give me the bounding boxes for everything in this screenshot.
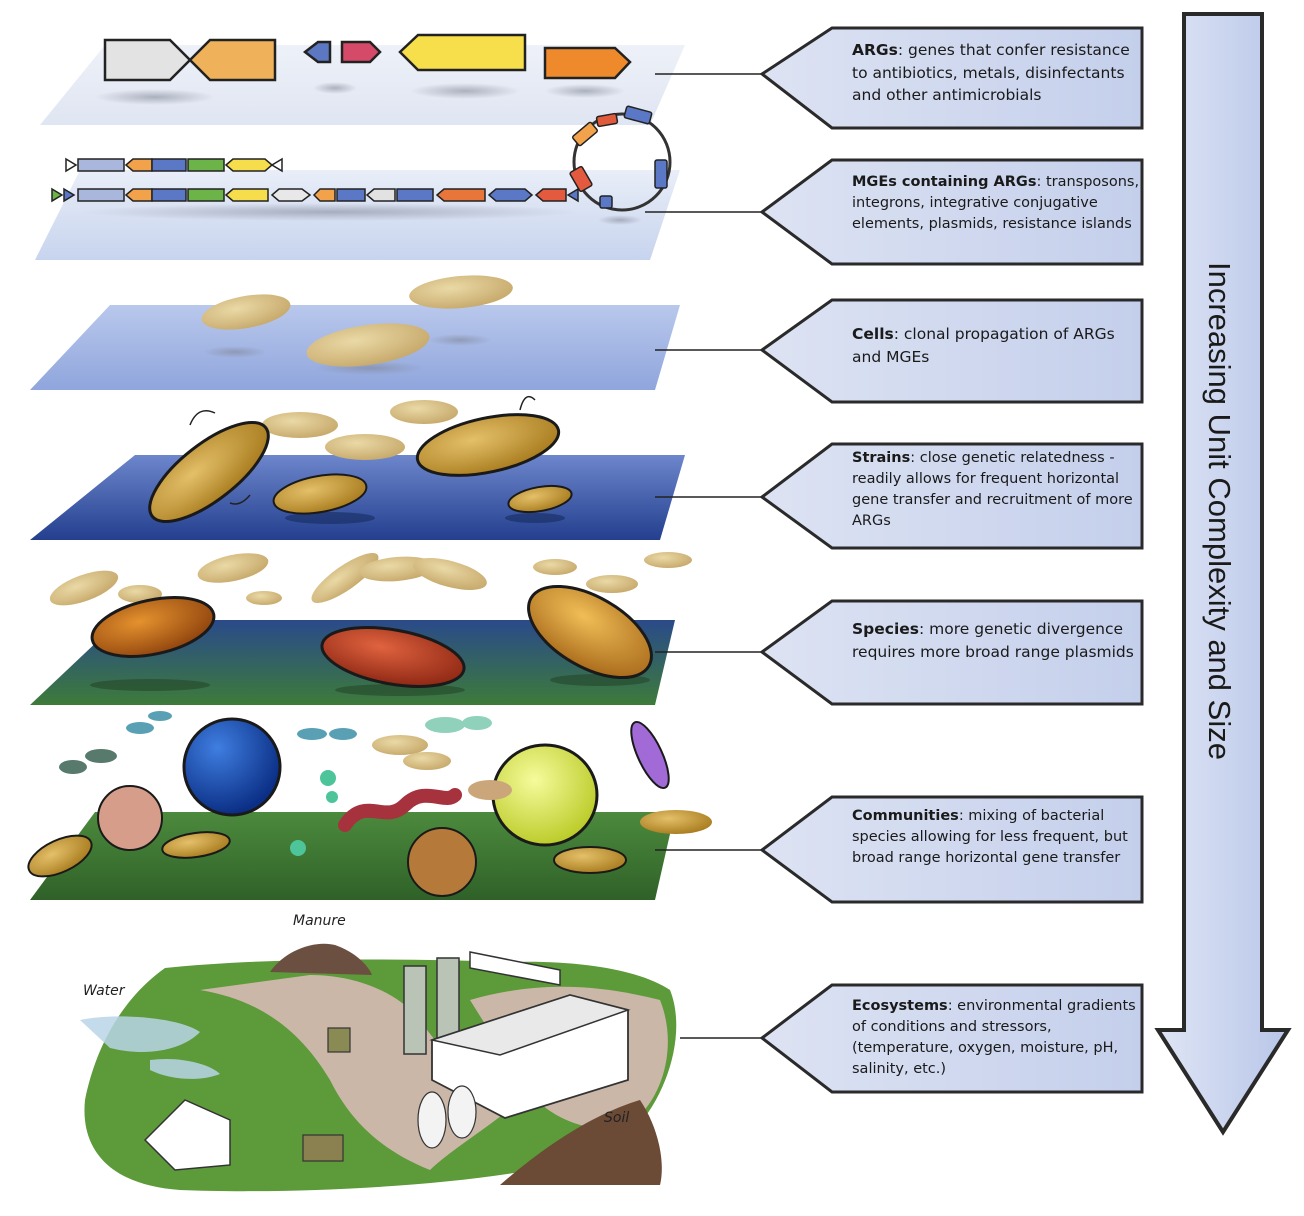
label-mges-desc: : transposons, integrons, integrative co… <box>852 174 1140 232</box>
label-box-args <box>759 26 1144 130</box>
label-box-strains <box>759 442 1144 550</box>
gene-grey <box>103 38 192 82</box>
soil-label: Soil <box>604 1110 630 1126</box>
label-box-ecosystems <box>759 983 1144 1094</box>
level-communities-illustration <box>27 711 712 900</box>
label-args-desc: : genes that confer resistance to antibi… <box>852 41 1130 104</box>
label-box-species <box>759 599 1144 706</box>
level-args-illustration <box>40 33 685 125</box>
label-box-mges <box>759 158 1144 266</box>
level-cells-illustration <box>30 275 680 390</box>
label-species: Species: more genetic divergence require… <box>852 618 1142 663</box>
gene-pink <box>340 40 382 64</box>
level-ecosystems-illustration <box>80 943 677 1192</box>
label-ecosystems: Ecosystems: environmental gradients of c… <box>852 996 1142 1080</box>
label-cells-desc: : clonal propagation of ARGs and MGEs <box>852 325 1115 366</box>
label-cells: Cells: clonal propagation of ARGs and MG… <box>852 323 1142 368</box>
level-mges-illustration <box>35 105 680 260</box>
label-strains-desc: : close genetic relatedness - readily al… <box>852 450 1133 529</box>
gene-orange-2 <box>543 46 632 80</box>
label-communities-desc: : mixing of bacterial species allowing f… <box>852 808 1128 866</box>
label-mges: MGEs containing ARGs: transposons, integ… <box>852 172 1142 235</box>
label-species-desc: : more genetic divergence requires more … <box>852 620 1134 661</box>
label-args: ARGs: genes that confer resistance to an… <box>852 39 1142 107</box>
gene-blue-small <box>302 40 332 64</box>
arrow-label: Increasing Unit Complexity and Size <box>1202 262 1237 760</box>
label-box-cells <box>759 298 1144 404</box>
label-box-communities <box>759 795 1144 904</box>
label-strains: Strains: close genetic relatedness - rea… <box>852 448 1142 532</box>
label-boxes <box>759 26 1144 1094</box>
label-species-term: Species <box>852 620 920 638</box>
gene-orange <box>188 38 277 82</box>
water-label: Water <box>83 983 125 999</box>
connector-lines <box>645 73 762 1039</box>
label-ecosystems-term: Ecosystems <box>852 998 948 1014</box>
label-args-term: ARGs <box>852 41 898 59</box>
label-communities-term: Communities <box>852 808 959 824</box>
manure-label: Manure <box>293 913 346 929</box>
level-species-illustration <box>30 552 692 705</box>
label-strains-term: Strains <box>852 450 911 466</box>
level-strains-illustration <box>30 395 685 540</box>
label-communities: Communities: mixing of bacterial species… <box>852 806 1142 869</box>
complexity-arrow: Increasing Unit Complexity and Size <box>1154 12 1292 1136</box>
label-cells-term: Cells <box>852 325 894 343</box>
label-mges-term: MGEs containing ARGs <box>852 174 1037 190</box>
gene-yellow <box>398 33 527 72</box>
label-ecosystems-desc: : environmental gradients of conditions … <box>852 998 1136 1077</box>
